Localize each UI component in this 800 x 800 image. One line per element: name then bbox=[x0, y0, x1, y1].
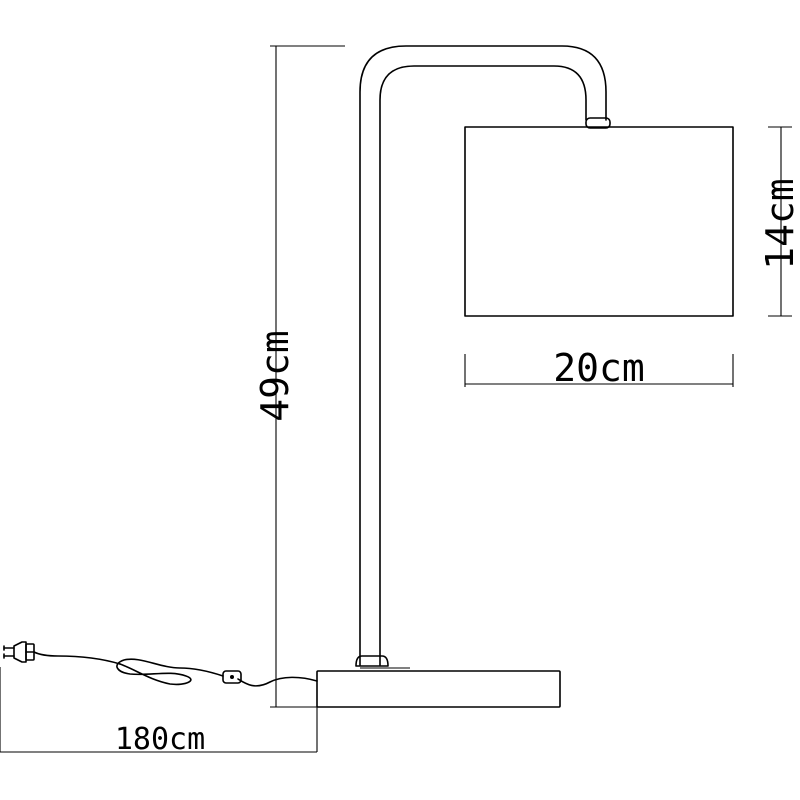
cable-length-dimension bbox=[0, 667, 318, 753]
lamp-shade bbox=[464, 126, 734, 317]
lamp-base bbox=[316, 655, 561, 708]
height-label: 49cm bbox=[253, 330, 297, 422]
shade-height-dimension bbox=[768, 126, 792, 317]
height-dimension bbox=[270, 45, 345, 708]
lamp-arm bbox=[359, 45, 607, 666]
shade-width-label: 20cm bbox=[553, 346, 645, 390]
cable-length-label: 180cm bbox=[115, 722, 205, 757]
plug-icon bbox=[3, 641, 35, 663]
power-cable bbox=[33, 651, 318, 687]
shade-height-label: 14cm bbox=[758, 178, 800, 270]
shade-connector bbox=[585, 117, 611, 129]
shade-width-dimension bbox=[464, 354, 734, 387]
inline-switch bbox=[222, 670, 242, 684]
